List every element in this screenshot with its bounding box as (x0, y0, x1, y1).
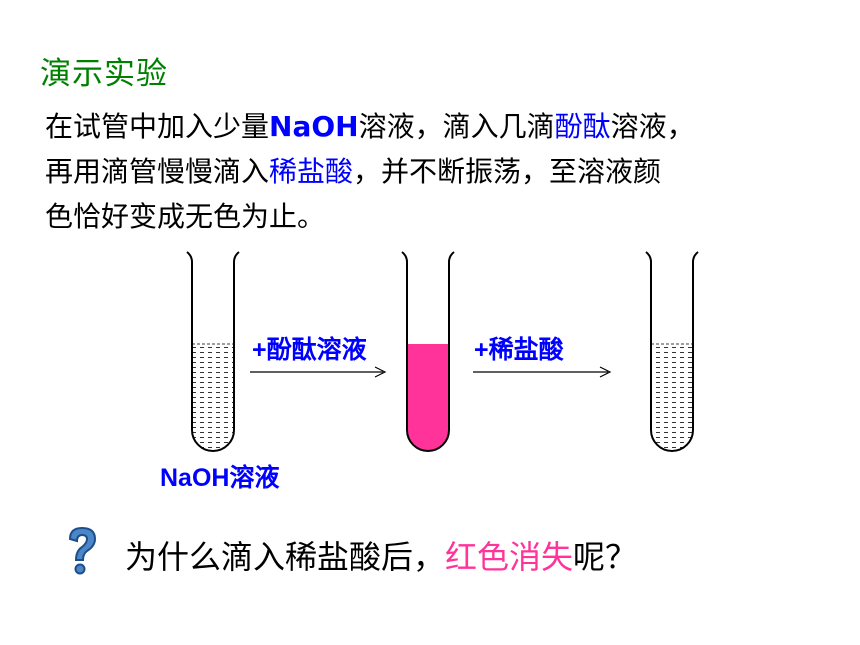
question-red-disappears: 红色消失 (445, 538, 574, 576)
para-text-5: ，并不断振荡，至溶液颜 (353, 155, 662, 188)
para-phenolphthalein: 酚酞 (554, 110, 611, 143)
question-part-1: 为什么滴入稀盐酸后， (125, 538, 446, 576)
para-text-2: 溶液，滴入几滴 (358, 110, 555, 143)
tube-1-label: NaOH溶液 (160, 464, 280, 492)
para-text-6: 色恰好变成无色为止。 (45, 200, 326, 233)
test-tube-pink (401, 251, 455, 452)
para-naoh: NaOH (269, 110, 359, 143)
question-part-3: 呢？ (573, 538, 638, 576)
arrow-2 (473, 366, 612, 378)
arrow-2-label: +稀盐酸 (474, 336, 564, 364)
slide-title: 演示实验 (40, 56, 168, 92)
arrow-1 (250, 366, 387, 378)
test-tube-colorless (645, 251, 699, 452)
para-text-1: 在试管中加入少量 (45, 110, 270, 143)
test-tube-naoh (186, 251, 240, 452)
question-text: 为什么滴入稀盐酸后，红色消失呢？ (125, 532, 637, 578)
arrow-1-label: +酚酞溶液 (252, 336, 367, 364)
question-mark-icon (68, 526, 97, 575)
para-text-4: 再用滴管慢慢滴入 (45, 155, 270, 188)
para-text-3: 溶液， (610, 110, 695, 143)
para-hcl: 稀盐酸 (269, 155, 354, 188)
instruction-paragraph: 在试管中加入少量NaOH溶液，滴入几滴酚酞溶液， 再用滴管慢慢滴入稀盐酸，并不断… (45, 104, 845, 239)
